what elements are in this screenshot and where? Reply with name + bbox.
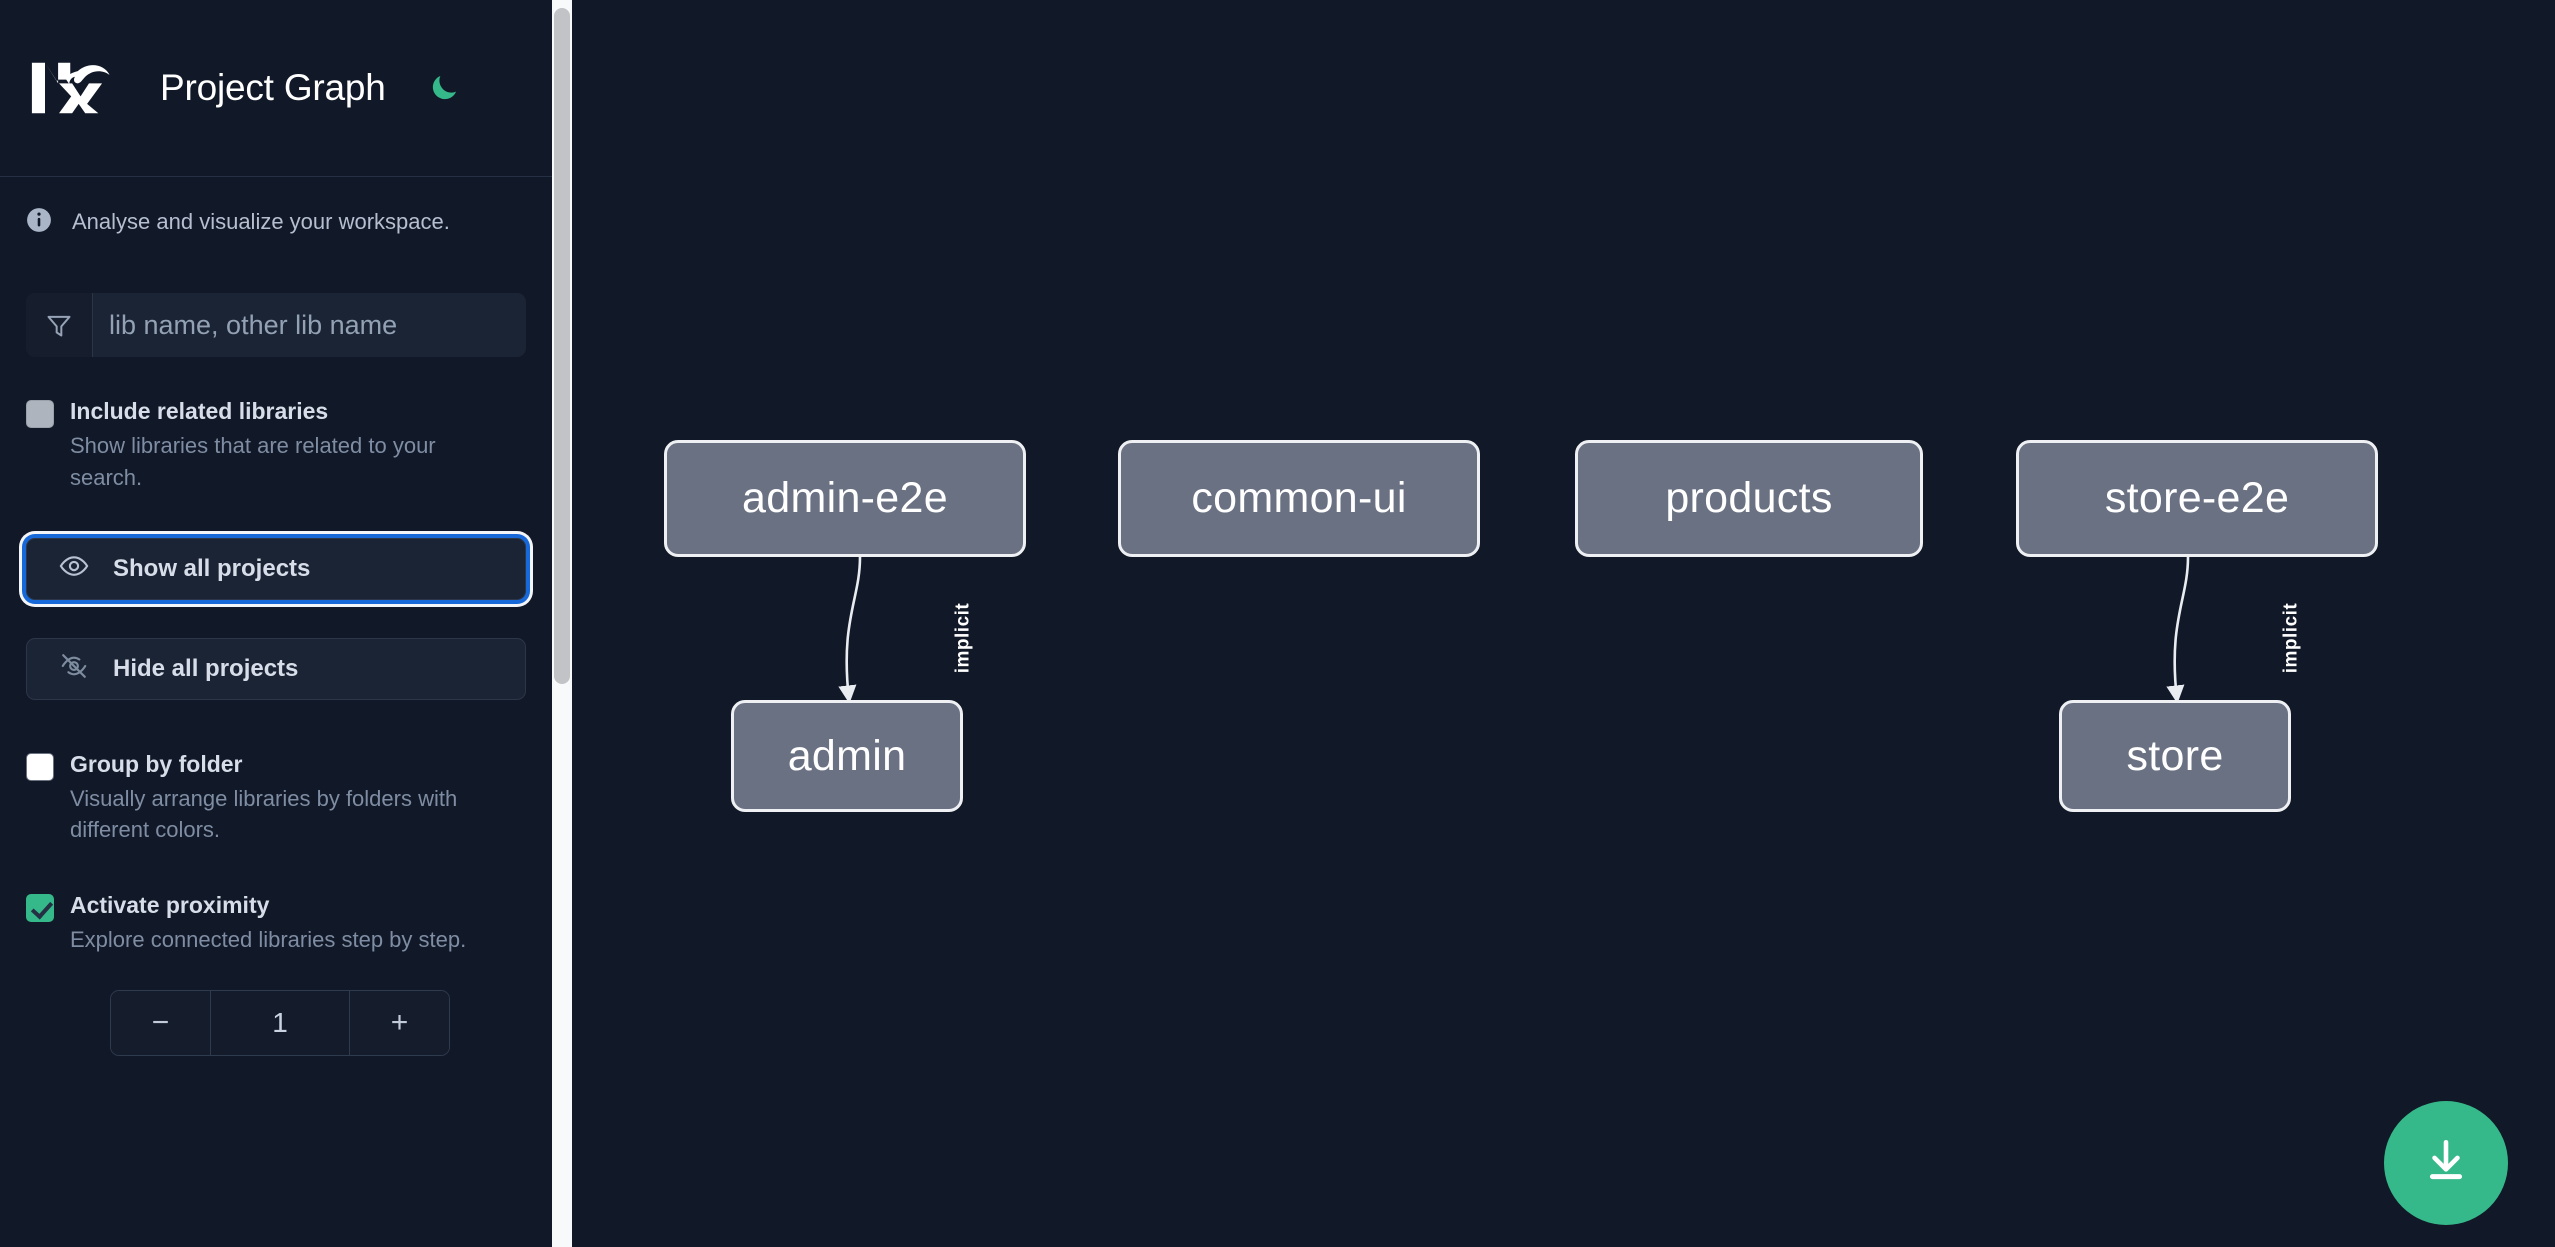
page-title: Project Graph	[160, 67, 386, 108]
option-description: Show libraries that are related to your …	[70, 433, 436, 490]
graph-edges	[838, 556, 2190, 704]
graph-node-store-e2e[interactable]: store-e2e	[2016, 440, 2378, 557]
option-label: Group by folder	[70, 750, 243, 777]
option-label: Activate proximity	[70, 891, 270, 918]
funnel-filter-icon	[26, 293, 93, 357]
graph-node-admin-e2e[interactable]: admin-e2e	[664, 440, 1026, 557]
graph-node-label: common-ui	[1191, 474, 1407, 522]
graph-node-common-ui[interactable]: common-ui	[1118, 440, 1480, 557]
option-activate-proximity[interactable]: Activate proximity Explore connected lib…	[0, 889, 552, 956]
info-circle-icon	[26, 207, 52, 238]
moon-icon[interactable]	[424, 68, 464, 108]
option-label: Include related libraries	[70, 398, 329, 424]
option-description: Explore connected libraries step by step…	[70, 926, 467, 952]
checkbox-activate-proximity[interactable]	[26, 893, 54, 922]
workspace-info-text: Analyse and visualize your workspace.	[72, 209, 450, 235]
sidebar-header: Project Graph	[0, 0, 552, 177]
stepper-increment-button[interactable]: +	[349, 991, 449, 1056]
download-graph-button[interactable]	[2384, 1101, 2508, 1225]
download-icon	[2421, 1136, 2471, 1191]
graph-edge-label-admin-implicit: implicit	[952, 602, 974, 674]
graph-node-label: store-e2e	[2104, 474, 2290, 522]
show-all-projects-label: Show all projects	[113, 554, 311, 582]
option-group-by-folder[interactable]: Group by folder Visually arrange librari…	[0, 748, 552, 846]
checkbox-group-by-folder[interactable]	[26, 752, 54, 781]
graph-edge-label-store-implicit: implicit	[2280, 602, 2302, 674]
sidebar-scrollbar-thumb[interactable]	[554, 8, 570, 684]
search-input[interactable]	[93, 293, 526, 357]
eye-off-icon	[59, 651, 89, 686]
option-include-related-libraries[interactable]: Include related libraries Show libraries…	[0, 395, 552, 493]
graph-canvas[interactable]: admin-e2e common-ui products store-e2e a…	[572, 0, 2555, 1247]
graph-node-products[interactable]: products	[1575, 440, 1923, 557]
proximity-stepper[interactable]: − 1 +	[110, 990, 450, 1057]
graph-node-label: admin-e2e	[742, 474, 948, 522]
nx-logo-icon	[26, 59, 122, 117]
graph-node-admin[interactable]: admin	[731, 700, 963, 812]
filter-field[interactable]	[26, 293, 526, 357]
option-description: Visually arrange libraries by folders wi…	[70, 786, 458, 843]
show-all-projects-button[interactable]: Show all projects	[26, 537, 526, 600]
checkbox-include-related-libraries[interactable]	[26, 400, 54, 428]
graph-node-label: admin	[787, 731, 907, 780]
stepper-value: 1	[211, 991, 349, 1056]
graph-node-label: products	[1665, 474, 1833, 522]
eye-icon	[59, 551, 89, 586]
hide-all-projects-label: Hide all projects	[113, 654, 299, 682]
hide-all-projects-button[interactable]: Hide all projects	[26, 637, 526, 700]
graph-node-label: store	[2126, 731, 2224, 780]
stepper-decrement-button[interactable]: −	[111, 991, 211, 1056]
sidebar: Project Graph Analyse and visualize your…	[0, 0, 552, 1247]
graph-node-store[interactable]: store	[2059, 700, 2291, 812]
workspace-info: Analyse and visualize your workspace.	[0, 177, 552, 238]
